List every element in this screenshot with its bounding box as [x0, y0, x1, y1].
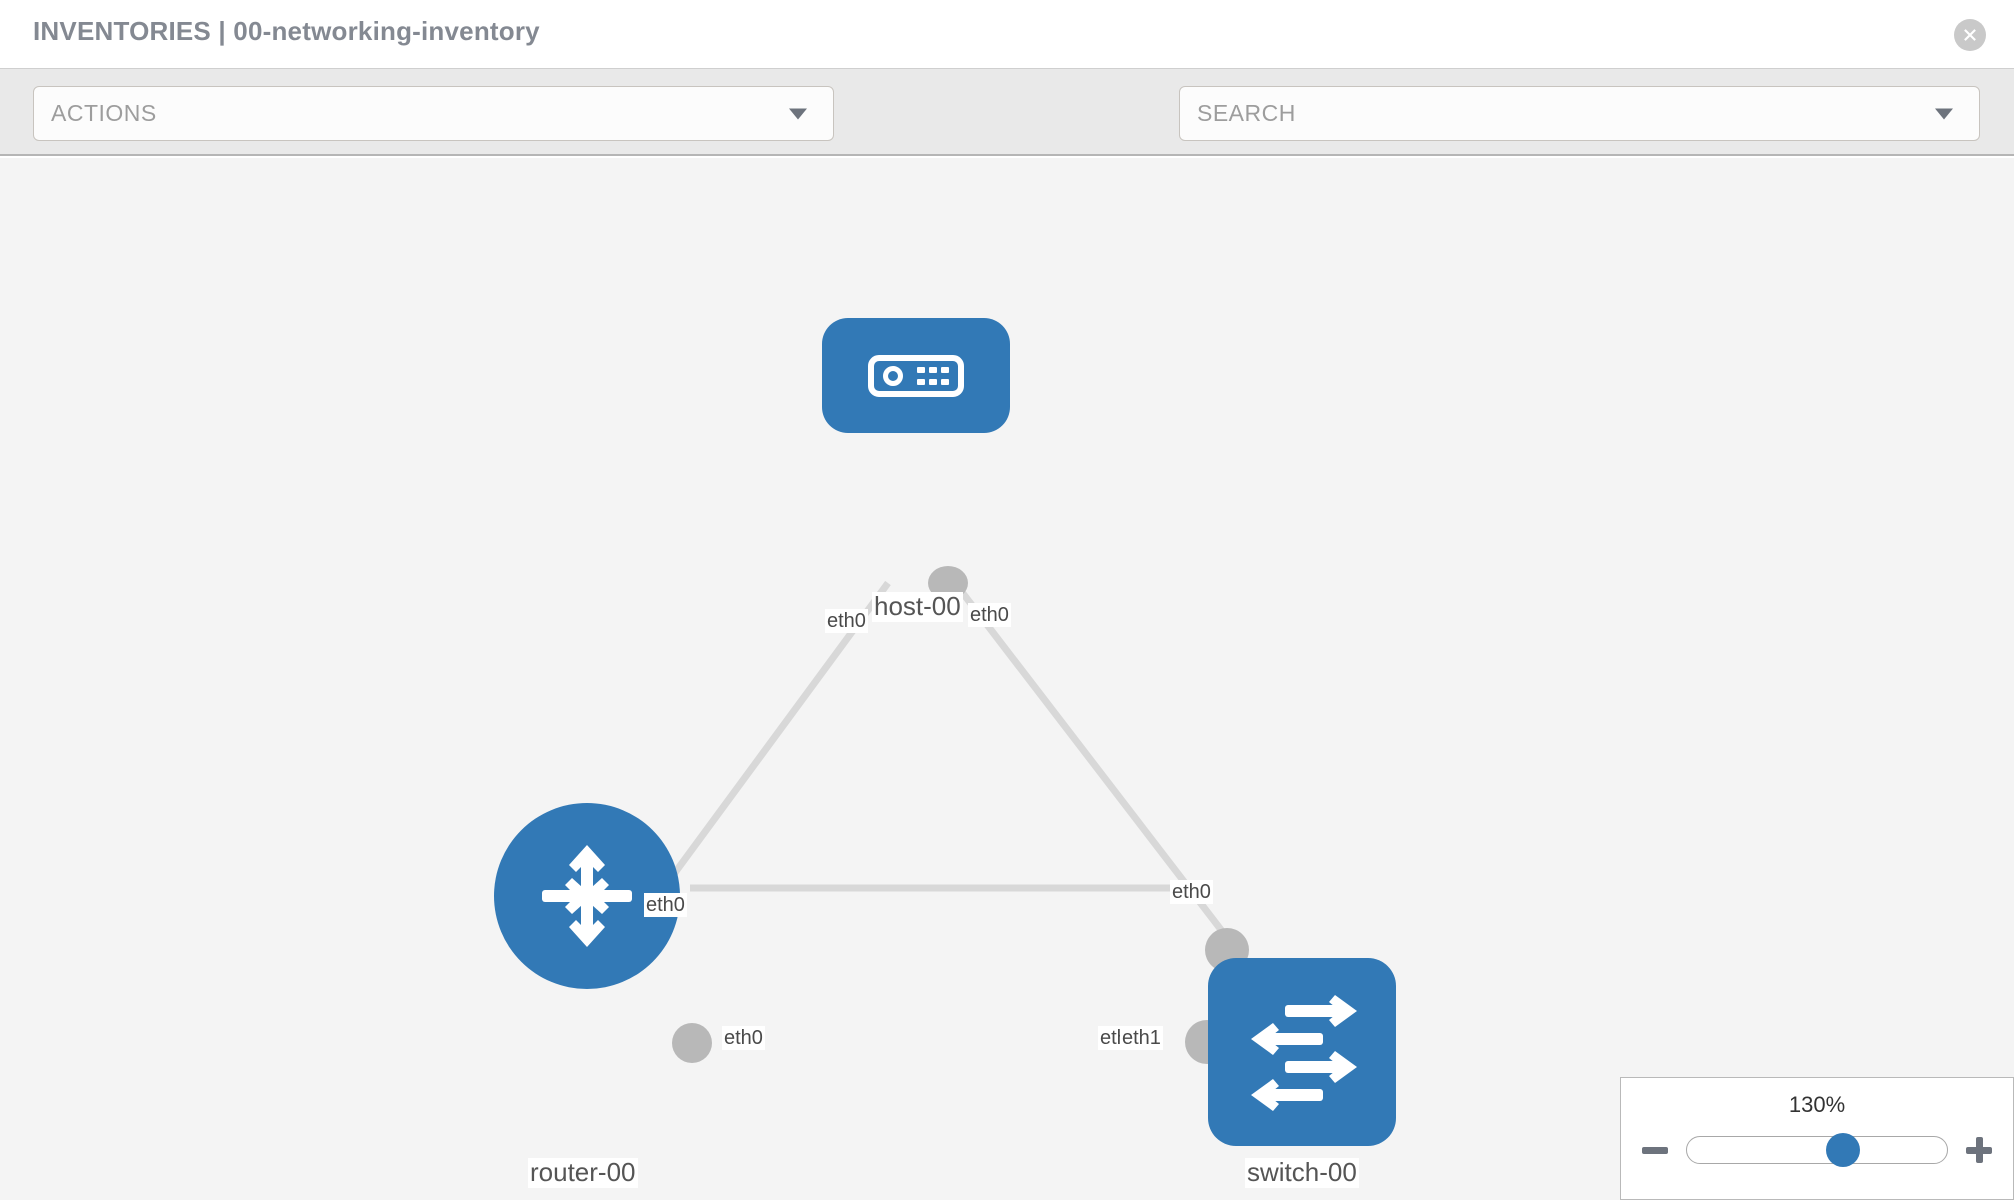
router-arrows-icon — [542, 845, 632, 947]
edge-label-switch-eth0-up: eth0 — [1170, 880, 1213, 904]
actions-dropdown-label: ACTIONS — [51, 100, 157, 126]
zoom-in-button[interactable] — [1966, 1137, 1992, 1163]
edge-label-host-eth0-left: eth0 — [825, 609, 868, 633]
zoom-out-button[interactable] — [1642, 1146, 1668, 1154]
page-title: INVENTORIES | 00-networking-inventory — [33, 16, 540, 46]
topology-canvas[interactable]: host-00 eth0 eth0 — [0, 158, 2014, 1200]
search-input[interactable]: SEARCH — [1179, 86, 1980, 141]
router-connector-nub[interactable] — [672, 1023, 712, 1063]
edge-label-router-eth0-right: eth0 — [722, 1026, 765, 1050]
host-node-shape[interactable] — [822, 318, 1010, 433]
topology-edges — [657, 580, 1238, 951]
chevron-down-icon[interactable] — [1935, 108, 1953, 119]
zoom-control-row — [1621, 1133, 2013, 1167]
host-node-label: host-00 — [872, 591, 963, 622]
toolbar: ACTIONS SEARCH — [0, 68, 2014, 196]
switch-node-shape[interactable] — [1208, 958, 1396, 1146]
server-icon — [868, 354, 964, 397]
edge-label-host-eth0-right: eth0 — [968, 603, 1011, 627]
edge-label-router-eth0-up: eth0 — [644, 893, 687, 917]
page-header: INVENTORIES | 00-networking-inventory — [0, 0, 2014, 68]
actions-dropdown[interactable]: ACTIONS — [33, 86, 834, 141]
search-placeholder: SEARCH — [1197, 100, 1296, 126]
chevron-down-icon — [789, 108, 807, 119]
zoom-control-panel: 130% — [1620, 1077, 2014, 1200]
zoom-level-value: 130% — [1788, 1092, 1846, 1117]
zoom-slider-thumb[interactable] — [1826, 1133, 1860, 1167]
edge-label-switch-eth1: eth1 — [1120, 1026, 1163, 1050]
switch-node-label: switch-00 — [1245, 1157, 1359, 1188]
close-icon[interactable] — [1954, 19, 1986, 51]
router-node-label: router-00 — [528, 1157, 638, 1188]
switch-arrows-icon — [1251, 995, 1357, 1111]
zoom-slider[interactable] — [1686, 1133, 1948, 1167]
